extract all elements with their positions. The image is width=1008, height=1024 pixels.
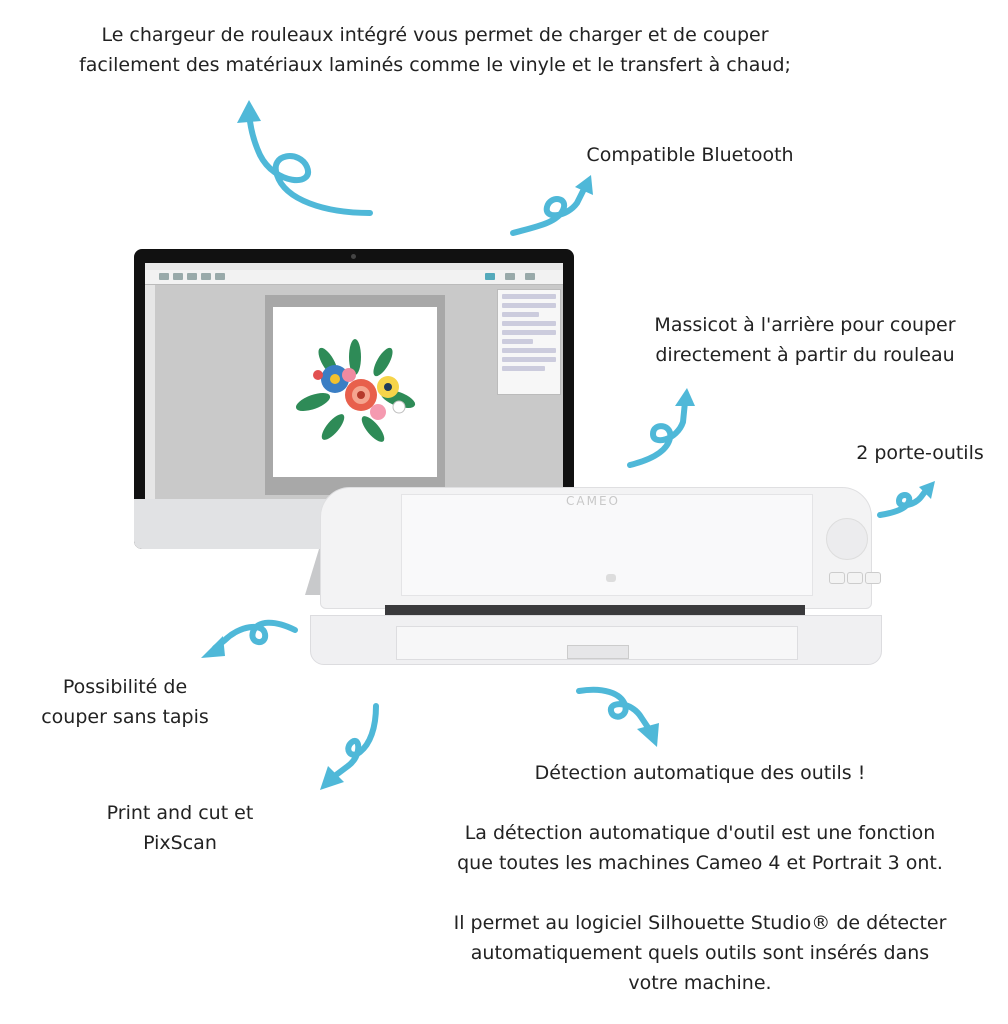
cutting-machine-illustration: CAMEO xyxy=(310,487,882,665)
camera-dot xyxy=(351,254,356,259)
brand-label: CAMEO xyxy=(566,494,620,508)
caption-tool-detect-p2: Il permet au logiciel Silhouette Studio®… xyxy=(453,912,947,994)
tray-handle xyxy=(567,645,629,659)
properties-panel xyxy=(497,289,561,395)
curly-arrow-icon xyxy=(627,388,695,468)
menu-bar xyxy=(145,263,563,270)
curly-arrow-icon xyxy=(510,175,593,236)
design-page xyxy=(273,307,437,477)
caption-tool-detect-p1: La détection automatique d'outil est une… xyxy=(457,822,943,874)
curly-arrow-icon xyxy=(576,686,659,747)
curly-arrow-icon xyxy=(320,703,379,790)
design-canvas xyxy=(265,295,445,495)
machine-button xyxy=(829,572,845,584)
machine-button xyxy=(847,572,863,584)
tool-sidebar xyxy=(145,285,155,499)
flower-bouquet-illustration xyxy=(295,339,416,442)
machine-button xyxy=(865,572,881,584)
curly-arrow-icon xyxy=(201,619,298,658)
caption-print-cut: Print and cut et PixScan xyxy=(106,802,254,854)
curly-arrow-icon xyxy=(877,481,935,518)
caption-tool-holders: 2 porte-outils xyxy=(856,442,984,464)
software-screen xyxy=(145,263,563,499)
caption-tool-detect-title: Détection automatique des outils ! xyxy=(534,762,866,784)
toolbar xyxy=(145,270,563,285)
control-pad xyxy=(826,518,868,560)
caption-roll-feeder: Le chargeur de rouleaux intégré vous per… xyxy=(79,24,791,76)
caption-cutter-rear: Massicot à l'arrière pour couper directe… xyxy=(654,314,956,366)
machine-logo xyxy=(606,574,616,582)
roll-tray xyxy=(396,626,798,660)
caption-matless: Possibilité de couper sans tapis xyxy=(41,676,209,728)
curly-arrow-icon xyxy=(237,100,373,216)
feed-slot xyxy=(385,605,805,617)
machine-top: CAMEO xyxy=(320,487,881,609)
machine-base xyxy=(310,615,882,665)
caption-bluetooth: Compatible Bluetooth xyxy=(586,144,794,166)
